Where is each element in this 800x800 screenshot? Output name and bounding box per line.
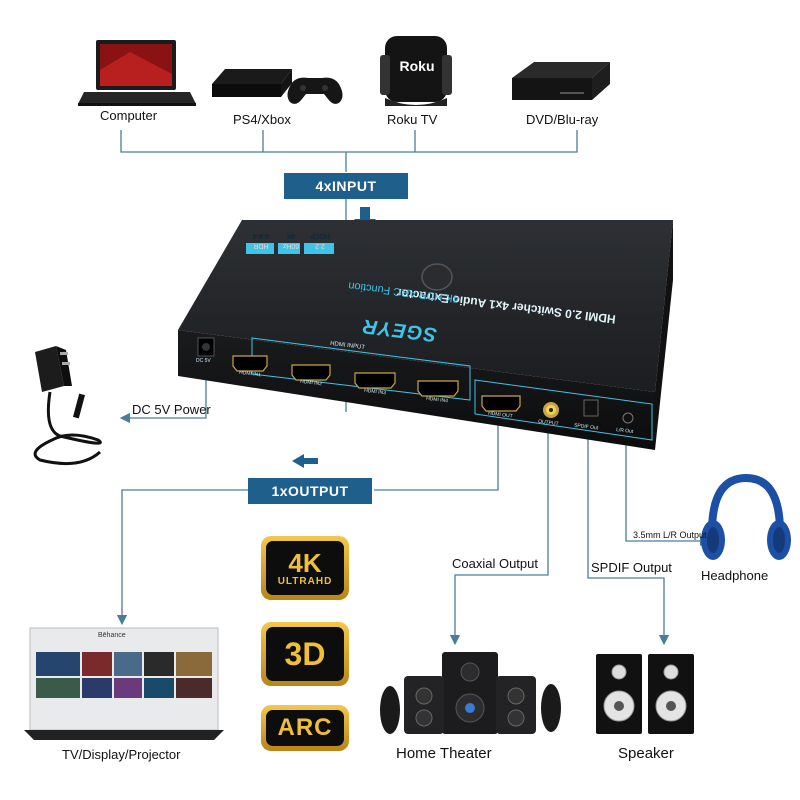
speaker-label: Speaker <box>618 745 674 762</box>
spec-tag-4: 60Hz <box>282 242 300 249</box>
laptop-icon <box>78 40 196 106</box>
roku-logo: Roku <box>399 58 435 74</box>
port-dc: DC 5V <box>196 358 211 364</box>
badge-uhd-text: ULTRAHD <box>277 575 333 587</box>
spdif-line <box>587 420 670 646</box>
roku-device-icon <box>380 36 452 106</box>
headphone-label: Headphone <box>701 568 769 583</box>
dvd-label: DVD/Blu-ray <box>526 112 599 127</box>
lr-line <box>625 440 711 547</box>
output-banner: 1xOUTPUT <box>248 478 372 504</box>
tv-icon <box>24 627 224 740</box>
spec-tag-5: HDCP <box>310 232 330 239</box>
badge-3d-text: 3D <box>284 635 326 672</box>
output-arrow <box>292 454 318 468</box>
coaxial-output-label: Coaxial Output <box>452 556 538 571</box>
badge-arc: ARC <box>261 705 349 751</box>
power-line <box>119 368 207 424</box>
badge-arc-text: ARC <box>277 714 333 741</box>
lr-output-label: 3.5mm L/R Output <box>633 530 707 540</box>
output-lines <box>116 425 499 626</box>
switcher-box <box>178 220 673 450</box>
ps4-label: PS4/Xbox <box>233 112 291 127</box>
ps4-icon <box>212 69 343 104</box>
spec-tag-3: 4K <box>286 232 296 239</box>
power-label: DC 5V Power <box>132 402 211 417</box>
spec-tag-1: 4:4:4 <box>252 232 270 239</box>
badge-3d: 3D <box>261 622 349 686</box>
spec-tag-2: HDR <box>253 242 269 249</box>
speakers-icon <box>596 654 694 734</box>
home-theater-label: Home Theater <box>396 745 492 762</box>
power-adapter-icon <box>33 346 102 466</box>
spec-tag-6: 2.2 <box>315 242 325 249</box>
tv-label: TV/Display/Projector <box>62 747 181 762</box>
coaxial-line <box>449 420 549 646</box>
badge-4k-ultrahd: 4K ULTRAHD <box>261 536 349 600</box>
roku-label: Roku TV <box>387 112 438 127</box>
headphone-icon <box>701 473 791 560</box>
computer-label: Computer <box>100 108 158 123</box>
badge-4k-text: 4K <box>288 547 322 578</box>
spdif-output-label: SPDIF Output <box>591 560 672 575</box>
home-theater-icon <box>380 652 561 734</box>
dvd-player-icon <box>512 62 610 100</box>
tv-screen-title: Bēhance <box>98 632 126 639</box>
input-banner: 4xINPUT <box>284 173 408 199</box>
